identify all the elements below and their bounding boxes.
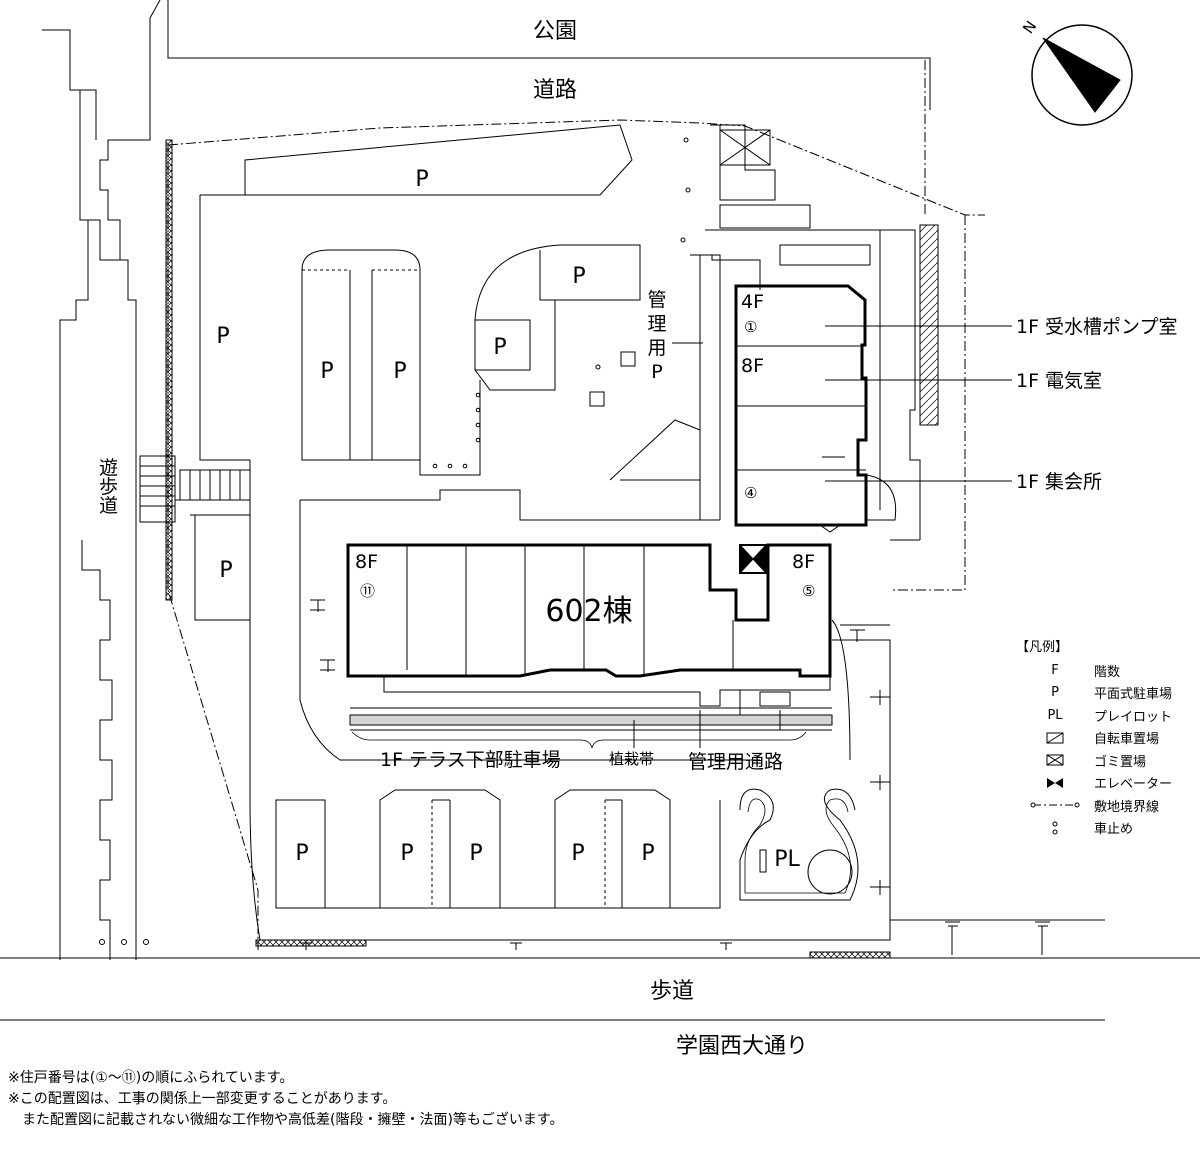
garbage-symbol-icon [1016, 754, 1094, 766]
mgmt-parking-label: 用 [647, 337, 666, 359]
legend: 【凡例】 F 階数 P 平面式駐車場 PL プレイロット 自転車置場 ゴミ置場 … [1016, 636, 1172, 839]
parking-label: P [641, 841, 654, 866]
legend-item: PL プレイロット [1016, 704, 1172, 727]
floors-label: 8F [792, 551, 815, 573]
legend-text: 敷地境界線 [1094, 799, 1160, 815]
north-arrow [1031, 24, 1133, 126]
legend-item: 自転車置場 [1016, 727, 1172, 750]
legend-text: プレイロット [1094, 709, 1173, 725]
legend-text: エレベーター [1094, 777, 1173, 793]
site-boundary [167, 119, 985, 216]
legend-text: 平面式駐車場 [1094, 687, 1173, 703]
parking-label: P [320, 359, 333, 384]
parking-label: P [415, 167, 428, 192]
car-stops [99, 137, 691, 945]
car-stop-symbol-icon [1016, 821, 1094, 835]
notes: ※住戸番号は(①〜⑪)の順にふられています。 ※この配置図は、工事の関係上一部変… [8, 1068, 564, 1131]
pump-room-label: 1F 受水槽ポンプ室 [1016, 316, 1178, 338]
note-line: また配置図に記載されない微細な工作物や高低差(階段・擁壁・法面)等もございます。 [8, 1112, 564, 1128]
planting-label: 植栽帯 [609, 750, 654, 768]
legend-item: P 平面式駐車場 [1016, 682, 1172, 705]
legend-text: 階数 [1094, 664, 1121, 680]
mgmt-parking-label: 理 [647, 313, 666, 335]
legend-item: 車止め [1016, 817, 1172, 840]
legend-symbol: F [1051, 662, 1059, 678]
building-name: 602棟 [545, 594, 632, 629]
elevator-symbol-icon [1016, 777, 1094, 789]
north-label: N [1019, 18, 1040, 38]
meeting-hall-label: 1F 集会所 [1016, 471, 1102, 493]
legend-item: 敷地境界線 [1016, 794, 1172, 817]
mgmt-parking-label: 管 [647, 289, 666, 311]
parking-label: P [469, 841, 482, 866]
parking-label: P [493, 335, 506, 360]
legend-text: ゴミ置場 [1094, 754, 1147, 770]
mgmt-parking-label: P [651, 361, 662, 383]
bicycle-symbol-icon [1016, 732, 1094, 744]
note-line: ※この配置図は、工事の関係上一部変更することがあります。 [8, 1091, 397, 1107]
parking-label: P [571, 841, 584, 866]
road-label: 道路 [533, 78, 577, 103]
legend-item: エレベーター [1016, 772, 1172, 795]
electric-room-label: 1F 電気室 [1016, 370, 1102, 392]
floors-label: 8F [355, 551, 378, 573]
building-east [734, 284, 868, 527]
note-line: ※住戸番号は(①〜⑪)の順にふられています。 [8, 1070, 294, 1086]
promenade-label: 遊歩道 [96, 457, 118, 514]
legend-symbol: PL [1047, 707, 1063, 723]
floors-label: 8F [741, 355, 764, 377]
parking-block-center [301, 249, 421, 461]
legend-symbol: P [1051, 685, 1059, 701]
playlot-label: PL [774, 847, 800, 872]
boundary-symbol-icon [1016, 801, 1094, 809]
terrace-parking-label: 1F テラス下部駐車場 [380, 749, 561, 771]
legend-text: 自転車置場 [1094, 732, 1160, 748]
promenade-left-edge [42, 29, 89, 960]
unit-number: ④ [744, 484, 757, 502]
playlot [739, 788, 859, 901]
promenade-right-edge [99, 0, 161, 960]
unit-number: ⑪ [360, 582, 375, 600]
unit-number: ⑤ [802, 582, 815, 600]
floors-label: 4F [741, 291, 764, 313]
parking-label: P [295, 841, 308, 866]
parking-label: P [400, 841, 413, 866]
parking-label: P [219, 558, 232, 583]
legend-text: 車止め [1094, 822, 1134, 838]
legend-title: 【凡例】 [1016, 640, 1069, 655]
parking-label: P [393, 359, 406, 384]
park-label: 公園 [533, 19, 577, 44]
parking-label: P [216, 324, 229, 349]
legend-item: F 階数 [1016, 659, 1172, 682]
unit-number: ① [744, 318, 757, 336]
legend-item: ゴミ置場 [1016, 749, 1172, 772]
sidewalk-label: 歩道 [650, 979, 694, 1004]
parking-label: P [572, 264, 585, 289]
street-label: 学園西大通り [676, 1034, 808, 1059]
mgmt-path-label: 管理用通路 [688, 751, 783, 773]
